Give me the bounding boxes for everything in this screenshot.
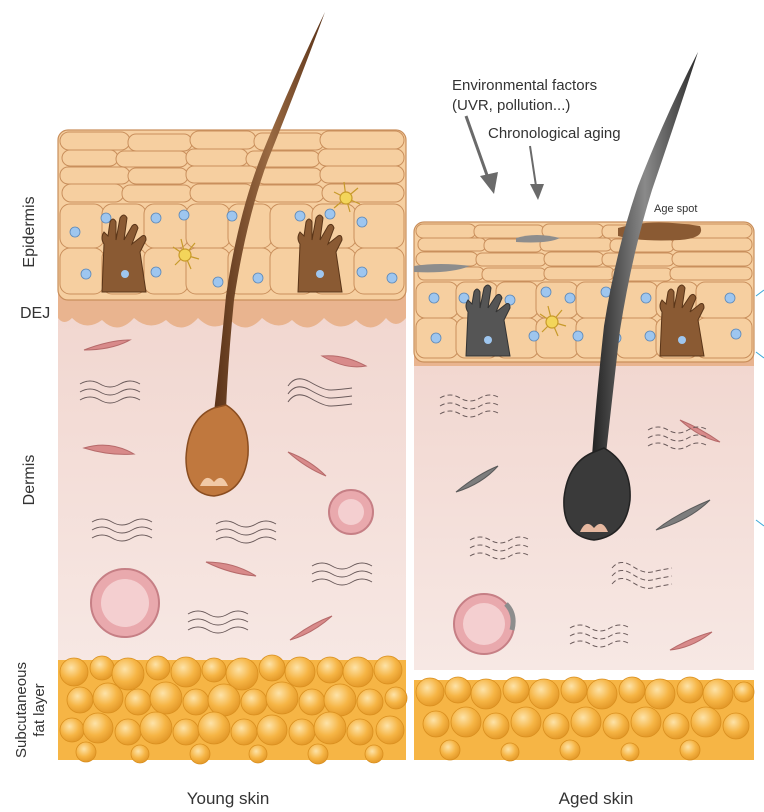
label-env-factors-line1: Environmental factors: [452, 77, 597, 94]
label-dermis: Dermis: [21, 455, 38, 506]
label-subcutaneous-line2: fat layer: [31, 683, 48, 736]
aged-skin-block: [414, 52, 754, 761]
young-skin-block: [58, 12, 407, 764]
young-corneum: [60, 131, 404, 202]
label-age-spot: Age spot: [654, 203, 697, 215]
label-young-skin: Young skin: [187, 789, 270, 808]
label-subcutaneous-line1: Subcutaneous: [13, 662, 30, 758]
env-arrow-head: [480, 172, 498, 194]
label-aged-skin: Aged skin: [559, 789, 634, 808]
label-dej: DEJ: [20, 305, 50, 322]
aged-corneum: [416, 224, 752, 281]
label-chrono-aging: Chronological aging: [488, 125, 621, 142]
label-env-factors-line2: (UVR, pollution...): [452, 97, 570, 114]
label-epidermis: Epidermis: [21, 196, 38, 267]
chrono-arrow-head: [530, 184, 544, 200]
edge-markers: [756, 290, 764, 526]
aged-vessel: [454, 594, 514, 654]
